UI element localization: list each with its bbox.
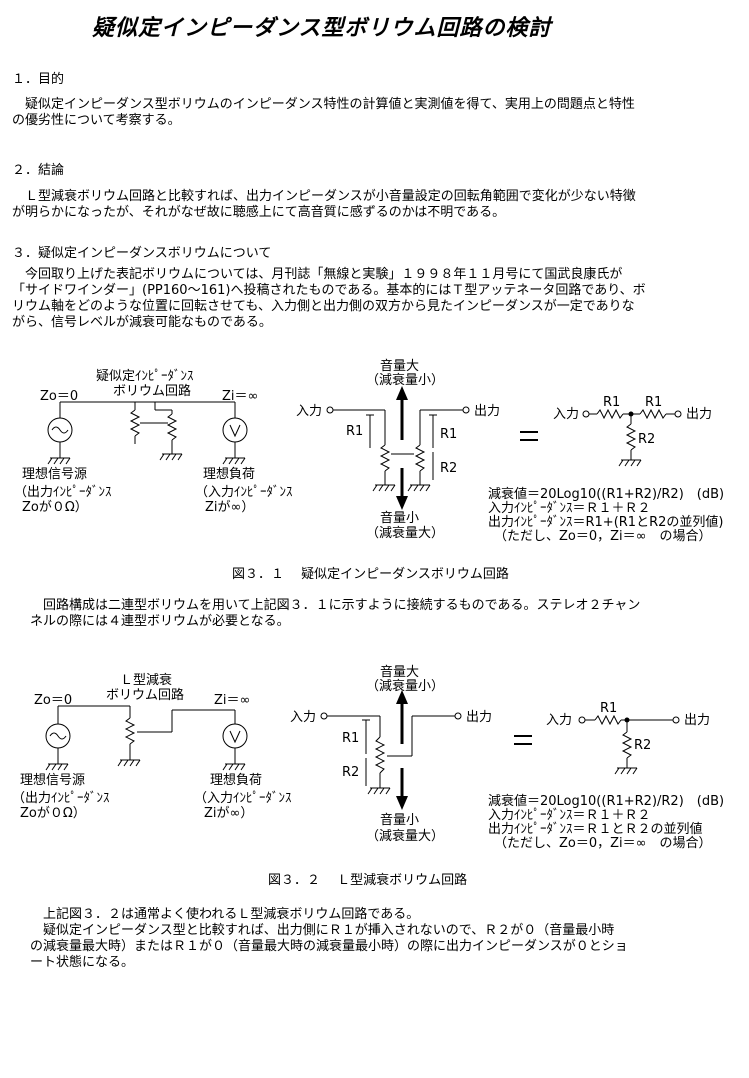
- paragraph-3-line-1: 上記図３．２は通常よく使われるＬ型減衰ボリウム回路である。: [43, 907, 420, 922]
- fig1-output: 出力: [474, 404, 500, 419]
- paragraph-3-line-3: の減衰量最大時）またはＲ１が０（音量最大時の減衰量最小時）の際に出力インピーダン…: [30, 939, 628, 954]
- fig2-source-1: 理想信号源: [20, 772, 85, 788]
- fig1-formula-4: （ただし、Zo＝0，Zi＝∞ の場合）: [494, 529, 711, 544]
- section-2-line-2: が明らかになったが、それがなぜ故に聴感上にて高音質に感ずるのかは不明である。: [12, 205, 506, 220]
- section-3-line-2: 「サイドワインダー」(PP160～161)へ投稿されたものである。基本的にはＴ型…: [12, 283, 646, 298]
- fig2-vol-big-sub: （減衰量小）: [366, 678, 444, 694]
- fig1-formula-2: 入力ｲﾝﾋﾟｰﾀﾞﾝｽ＝Ｒ１＋Ｒ２: [488, 501, 651, 516]
- fig1-vol-label-1: 疑似定ｲﾝﾋﾟｰﾀﾞﾝｽ: [96, 368, 194, 384]
- fig1-eq-r1a: R1: [603, 395, 620, 410]
- paragraph-3-line-4: ート状態になる。: [30, 955, 135, 970]
- fig1-source-1: 理想信号源: [22, 466, 87, 482]
- fig2-zi: Zi＝∞: [214, 693, 250, 708]
- fig2-vol-label-1: Ｌ型減衰: [120, 672, 172, 688]
- fig1-load-2: （入力ｲﾝﾋﾟｰﾀﾞﾝｽ: [195, 485, 293, 500]
- fig1-zo: Zo＝0: [40, 389, 78, 404]
- fig2-eq-input: 入力: [546, 713, 572, 728]
- section-2-heading: ２．結論: [12, 163, 65, 178]
- page-title: 疑似定インピーダンス型ボリウム回路の検討: [92, 16, 552, 41]
- section-3-heading: ３．疑似定インピーダンスボリウムについて: [12, 246, 272, 261]
- fig1-r1-left: R1: [346, 424, 363, 439]
- fig2-zo: Zo＝0: [34, 693, 72, 708]
- fig2-eq-r1: R1: [600, 701, 617, 716]
- fig1-vol-small-sub: （減衰量大）: [366, 525, 444, 541]
- section-3-line-3: リウム軸をどのような位置に回転させても、入力側と出力側の双方から見たインピーダン…: [12, 299, 635, 314]
- fig1-formula-1: 減衰値＝20Log10((R1+R2)/R2) (dB): [488, 486, 724, 502]
- section-1-heading: １．目的: [12, 72, 65, 87]
- fig1-r2: R2: [440, 461, 457, 476]
- fig2-eq-r2: R2: [634, 738, 651, 753]
- fig1-vol-big: 音量大: [380, 358, 419, 374]
- fig2-vol-small: 音量小: [380, 812, 419, 828]
- fig1-source-3: Zoが０Ω）: [22, 500, 88, 515]
- fig1-eq-r2: R2: [638, 432, 655, 447]
- fig2-load-2: （入力ｲﾝﾋﾟｰﾀﾞﾝｽ: [194, 791, 292, 806]
- fig2-output: 出力: [466, 710, 492, 725]
- figure-3-1-caption: 図３．１ 疑似定インピーダンスボリウム回路: [232, 567, 509, 582]
- fig2-input: 入力: [290, 710, 316, 725]
- fig1-vol-small: 音量小: [380, 510, 419, 526]
- fig2-source-2: （出力ｲﾝﾋﾟｰﾀﾞﾝｽ: [12, 791, 110, 806]
- fig1-input: 入力: [296, 404, 322, 419]
- section-3-line-4: がら、信号レベルが減衰可能なものである。: [12, 315, 272, 330]
- fig2-formula-1: 減衰値＝20Log10((R1+R2)/R2) (dB): [488, 793, 724, 809]
- section-2-line-1: Ｌ型減衰ボリウム回路と比較すれば、出力インピーダンスが小音量設定の回転角範囲で変…: [25, 189, 636, 204]
- fig2-formula-4: （ただし、Zo＝0，Zi＝∞ の場合）: [494, 836, 711, 851]
- fig1-vol-big-sub: （減衰量小）: [366, 372, 444, 388]
- fig1-load-1: 理想負荷: [203, 466, 255, 482]
- paragraph-3-line-2: 疑似定インピーダンス型と比較すれば、出力側にＲ１が挿入されないので、Ｒ２が０（音…: [43, 923, 615, 938]
- fig2-source-3: Zoが０Ω）: [20, 806, 86, 821]
- fig1-r1-right: R1: [440, 427, 457, 442]
- fig1-load-3: Ziが∞）: [205, 500, 254, 515]
- paragraph-2-line-1: 回路構成は二連型ボリウムを用いて上記図３．１に示すように接続するものである。ステ…: [43, 598, 641, 613]
- section-3-line-1: 今回取り上げた表記ボリウムについては、月刊誌「無線と実験」１９９８年１１月号にて…: [25, 267, 623, 282]
- fig1-formula-3: 出力ｲﾝﾋﾟｰﾀﾞﾝｽ＝R1+(R1とR2の並列値): [488, 514, 723, 530]
- fig2-vol-label-2: ボリウム回路: [106, 687, 184, 703]
- section-1-line-1: 疑似定インピーダンス型ボリウムのインピーダンス特性の計算値と実測値を得て、実用上…: [25, 97, 635, 112]
- fig1-eq-output: 出力: [686, 407, 712, 422]
- fig2-r1: R1: [342, 731, 359, 746]
- fig2-vol-big: 音量大: [380, 664, 419, 680]
- figure-3-1: 疑似定ｲﾝﾋﾟｰﾀﾞﾝｽ ボリウム回路 Zo＝0 Zi＝∞ 理想信号源 （出力ｲ…: [14, 358, 724, 544]
- figure-3-2: Ｌ型減衰 ボリウム回路 Zo＝0 Zi＝∞ 理想信号源 （出力ｲﾝﾋﾟｰﾀﾞﾝｽ…: [12, 664, 724, 851]
- fig2-r2: R2: [342, 765, 359, 780]
- fig2-load-1: 理想負荷: [210, 772, 262, 788]
- fig2-vol-small-sub: （減衰量大）: [366, 828, 444, 844]
- fig1-vol-label-2: ボリウム回路: [113, 383, 191, 399]
- fig1-eq-r1b: R1: [645, 395, 662, 410]
- figure-3-2-caption: 図３．２ Ｌ型減衰ボリウム回路: [268, 873, 468, 888]
- paragraph-2-line-2: ネルの際には４連型ボリウムが必要となる。: [30, 614, 290, 629]
- fig1-source-2: （出力ｲﾝﾋﾟｰﾀﾞﾝｽ: [14, 485, 112, 500]
- fig1-eq-input: 入力: [553, 407, 579, 422]
- fig1-zi: Zi＝∞: [222, 389, 258, 404]
- section-1-line-2: の優劣性について考察する。: [12, 113, 181, 128]
- fig2-formula-2: 入力ｲﾝﾋﾟｰﾀﾞﾝｽ＝Ｒ１＋Ｒ２: [488, 808, 651, 823]
- fig2-load-3: Ziが∞）: [204, 806, 253, 821]
- fig2-eq-output: 出力: [684, 713, 710, 728]
- fig2-formula-3: 出力ｲﾝﾋﾟｰﾀﾞﾝｽ＝Ｒ１とＲ２の並列値: [488, 821, 703, 837]
